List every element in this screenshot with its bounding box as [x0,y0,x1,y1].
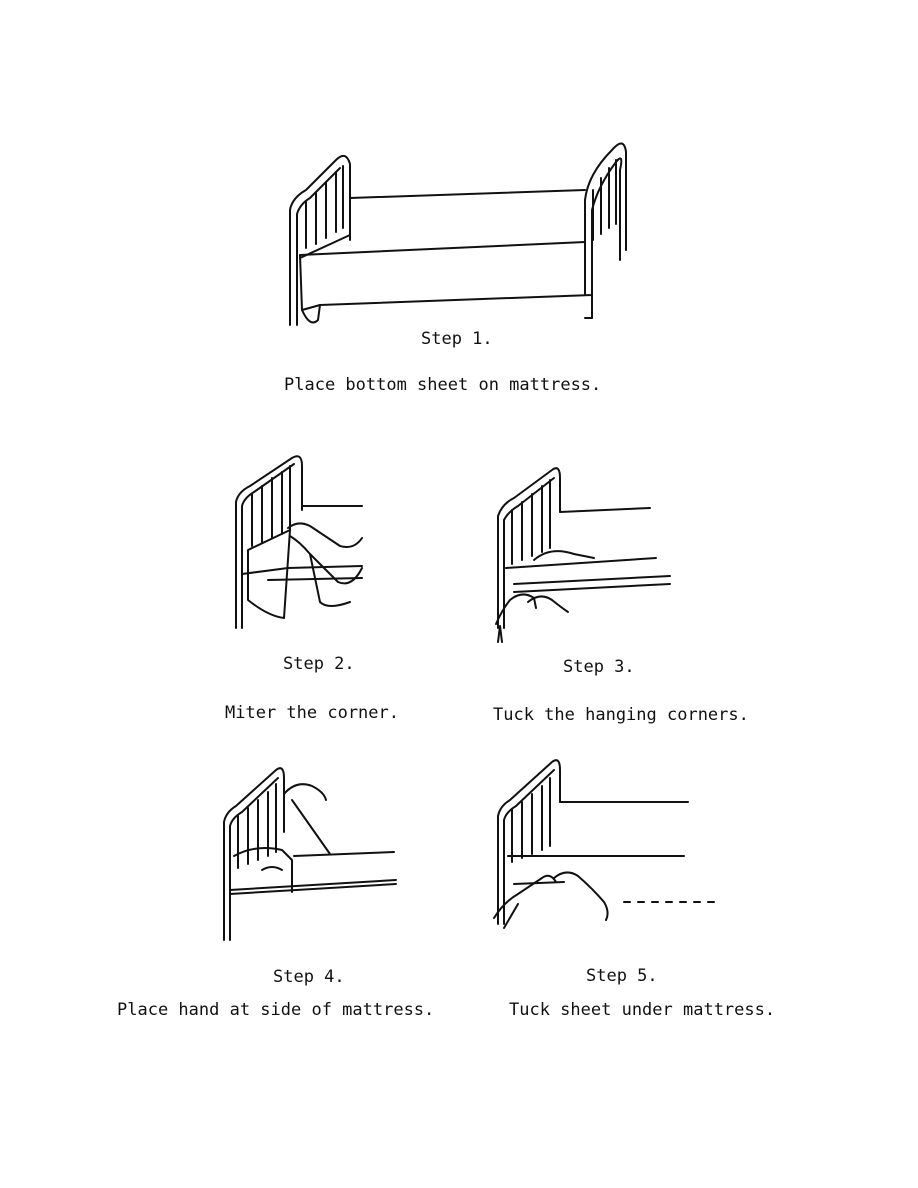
step-4-number: Step 4. [273,967,345,987]
step-5-illustration [484,752,724,932]
step-3-number: Step 3. [563,657,635,677]
step-4-illustration [212,760,402,945]
step-1-illustration [280,130,640,330]
step-3-text: Tuck the hanging corners. [493,705,749,725]
step-1-number: Step 1. [421,329,493,349]
step-3-illustration [484,460,674,650]
step-4-text: Place hand at side of mattress. [117,1000,435,1020]
step-1-text: Place bottom sheet on mattress. [284,375,602,395]
step-5-number: Step 5. [586,966,658,986]
step-2-number: Step 2. [283,654,355,674]
step-2-illustration [228,450,368,635]
step-5-text: Tuck sheet under mattress. [509,1000,776,1020]
step-2-text: Miter the corner. [225,703,399,723]
